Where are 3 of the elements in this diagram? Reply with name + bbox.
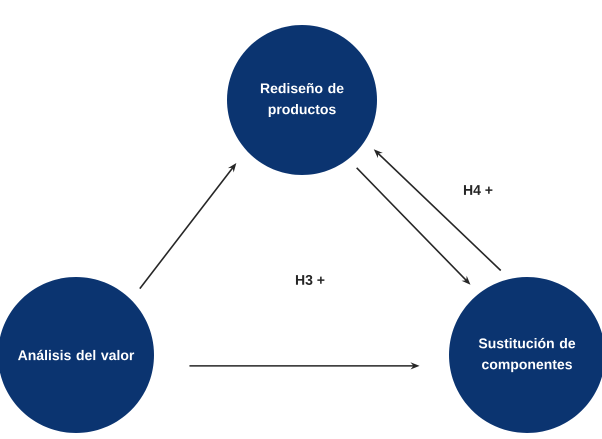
circle-node: Rediseño de productos [227,25,377,175]
hypothesis-label: H3 + [296,275,324,285]
hypothesis-label: H4 + [464,185,492,195]
